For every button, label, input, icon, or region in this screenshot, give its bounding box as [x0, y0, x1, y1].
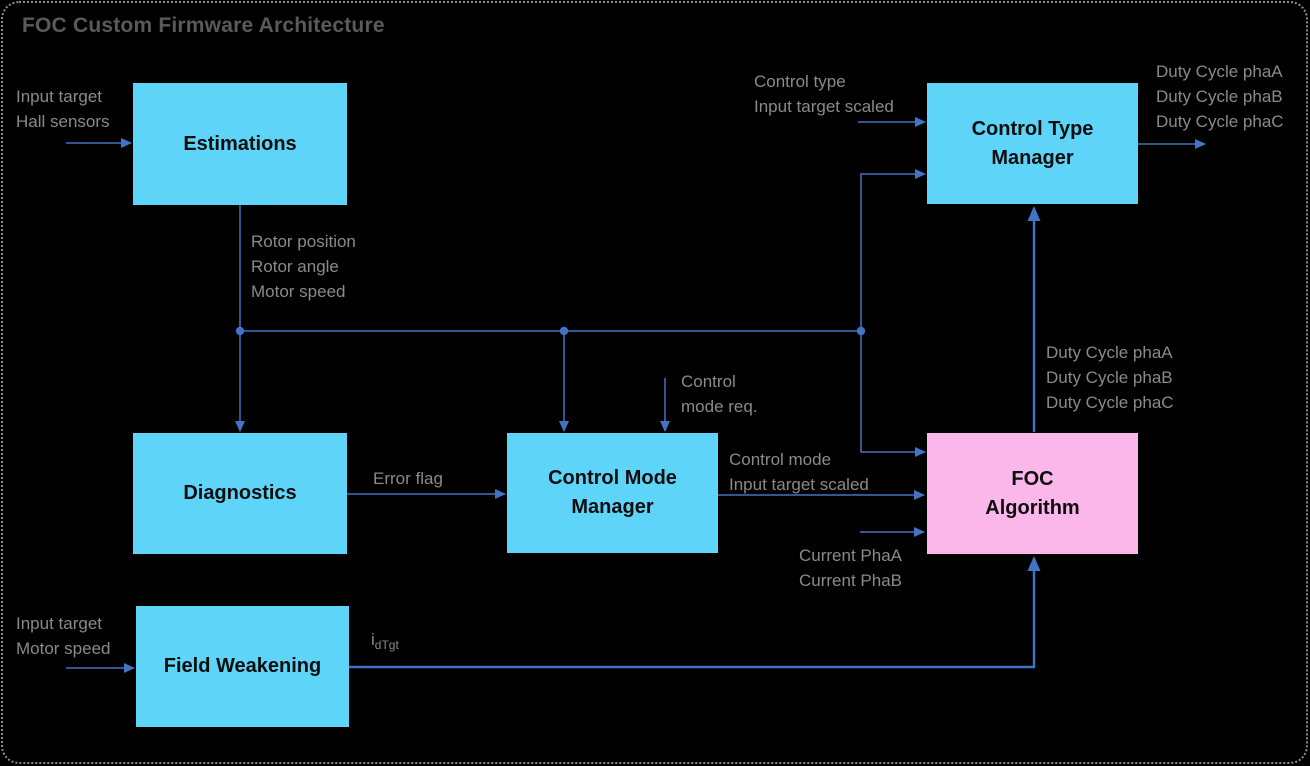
node-diagnostics: Diagnostics	[133, 433, 347, 554]
junction-dot-1	[559, 326, 569, 336]
edge-14	[349, 556, 1041, 669]
edge-label-error-flag: Error flag	[373, 469, 443, 488]
node-label: Diagnostics	[183, 482, 297, 504]
node-field-weakening: Field Weakening	[136, 606, 349, 727]
junction-dot-2	[856, 326, 866, 336]
node-label: Estimations	[183, 132, 297, 155]
diagram-title: FOC Custom Firmware Architecture	[22, 14, 385, 37]
edge-5	[860, 169, 926, 331]
edge-6	[860, 331, 926, 457]
edge-label-idtgt: idTgt	[371, 630, 399, 652]
node-label: Field Weakening	[163, 655, 322, 677]
node-estimations: Estimations	[133, 83, 347, 205]
junction-dot-0	[235, 326, 245, 336]
